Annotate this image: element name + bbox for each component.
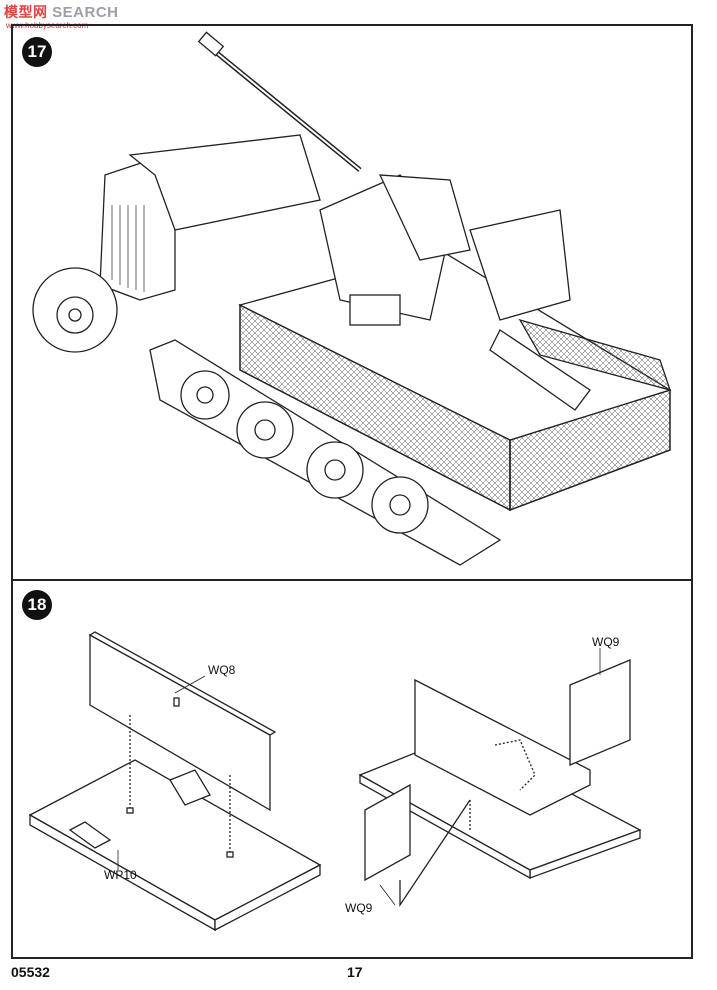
step18-right-drawing [358, 659, 642, 908]
step-18-badge: 18 [22, 590, 52, 620]
part-label-wq8: WQ8 [208, 663, 236, 677]
kit-number: 05532 [11, 964, 50, 980]
page-number: 17 [347, 964, 363, 980]
step-divider [11, 579, 693, 581]
step18-left-drawing [28, 631, 322, 932]
part-label-wp10: WP10 [104, 868, 137, 882]
part-label-wq9-top: WQ9 [592, 635, 620, 649]
page-frame [11, 24, 693, 959]
step-17-badge: 17 [22, 37, 52, 67]
watermark-latin: SEARCH [52, 4, 119, 21]
watermark-logo: 模型网 SEARCH [4, 2, 119, 22]
part-label-wq9-bottom: WQ9 [345, 901, 373, 915]
watermark-chinese: 模型网 [4, 4, 48, 20]
halftrack-drawing [32, 31, 672, 566]
callout-lines [117, 648, 601, 906]
